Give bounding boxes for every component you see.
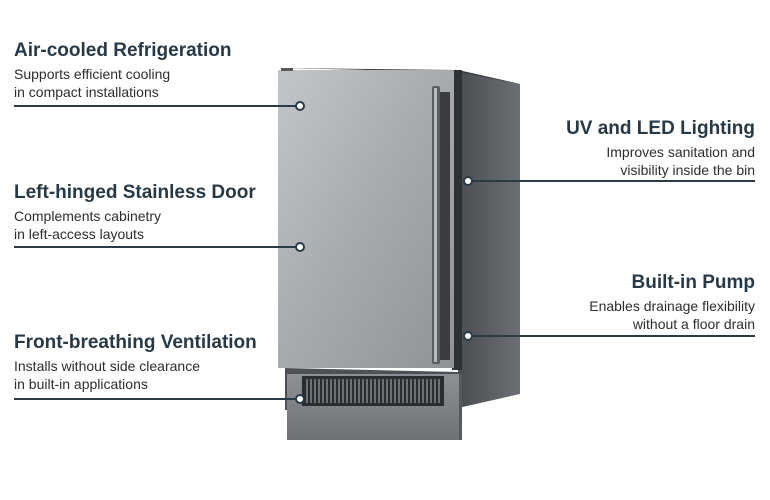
- callout-dot-icon: [295, 101, 305, 111]
- door-handle-highlight: [434, 88, 437, 362]
- feature-description: Installs without side clearance in built…: [14, 357, 314, 393]
- feature-title: Air-cooled Refrigeration: [14, 40, 232, 61]
- vent-slat: [342, 379, 344, 403]
- vent-slat: [370, 379, 372, 403]
- vent-slat: [306, 379, 308, 403]
- vent-slat: [382, 379, 384, 403]
- vent-grille: [302, 376, 444, 406]
- vent-slat: [334, 379, 336, 403]
- feature-description: Complements cabinetry in left-access lay…: [14, 207, 314, 243]
- vent-slat: [426, 379, 428, 403]
- vent-slat: [378, 379, 380, 403]
- callout-dot-icon: [295, 242, 305, 252]
- callout-dot-icon: [463, 176, 473, 186]
- vent-slat: [410, 379, 412, 403]
- callout-dot-icon: [463, 331, 473, 341]
- vent-slat: [386, 379, 388, 403]
- feature-pump: Built-in Pump Enables drainage flexibili…: [455, 272, 755, 333]
- feature-description-line: in built-in applications: [14, 376, 148, 392]
- vent-slat: [346, 379, 348, 403]
- vent-slat: [310, 379, 312, 403]
- vent-slat: [354, 379, 356, 403]
- base-side: [459, 374, 462, 440]
- feature-description-line: without a floor drain: [632, 316, 755, 332]
- vent-slat: [318, 379, 320, 403]
- vent-slat: [390, 379, 392, 403]
- vent-slat: [430, 379, 432, 403]
- door-frame-edge: [452, 70, 462, 370]
- feature-title: Left-hinged Stainless Door: [14, 182, 256, 203]
- feature-description-line: Improves sanitation and: [606, 144, 755, 160]
- feature-lighting: UV and LED Lighting Improves sanitation …: [455, 118, 755, 179]
- feature-description-line: in compact installations: [14, 84, 159, 100]
- callout-dots: [295, 101, 473, 404]
- callout-dot-icon: [295, 394, 305, 404]
- door-handle-mount: [440, 92, 450, 360]
- feature-description: Enables drainage flexibility without a f…: [455, 297, 755, 333]
- feature-description-line: Installs without side clearance: [14, 358, 200, 374]
- feature-left-hinged: Left-hinged Stainless Door Complements c…: [14, 182, 314, 243]
- cabinet-side-panel: [458, 70, 520, 408]
- vent-slat: [406, 379, 408, 403]
- feature-air-cooled: Air-cooled Refrigeration Supports effici…: [14, 40, 314, 101]
- vent-slat: [326, 379, 328, 403]
- vent-slat: [374, 379, 376, 403]
- vent-slat: [362, 379, 364, 403]
- feature-title: Built-in Pump: [631, 272, 755, 293]
- hinge-icon: [281, 68, 293, 71]
- vent-slat: [366, 379, 368, 403]
- vent-slat: [418, 379, 420, 403]
- vent-slat: [422, 379, 424, 403]
- feature-title: UV and LED Lighting: [566, 118, 755, 139]
- feature-description-line: in left-access layouts: [14, 226, 144, 242]
- vent-slat: [402, 379, 404, 403]
- feature-description-line: Enables drainage flexibility: [589, 298, 755, 314]
- vent-slat: [438, 379, 440, 403]
- vent-slat: [314, 379, 316, 403]
- feature-description-line: Complements cabinetry: [14, 208, 162, 224]
- stainless-door: [278, 70, 454, 368]
- feature-description-line: Supports efficient cooling: [14, 66, 171, 82]
- vent-slat: [338, 379, 340, 403]
- vent-slat: [330, 379, 332, 403]
- vent-slat: [398, 379, 400, 403]
- feature-title: Front-breathing Ventilation: [14, 332, 257, 353]
- feature-ventilation: Front-breathing Ventilation Installs wit…: [14, 332, 314, 393]
- vent-slat: [434, 379, 436, 403]
- vent-slat: [414, 379, 416, 403]
- vent-slat: [322, 379, 324, 403]
- callout-lines: [14, 105, 755, 400]
- vent-slat: [358, 379, 360, 403]
- vent-slat: [350, 379, 352, 403]
- feature-description: Supports efficient cooling in compact in…: [14, 65, 314, 101]
- feature-description: Improves sanitation and visibility insid…: [455, 143, 755, 179]
- vent-slat: [394, 379, 396, 403]
- feature-description-line: visibility inside the bin: [620, 162, 755, 178]
